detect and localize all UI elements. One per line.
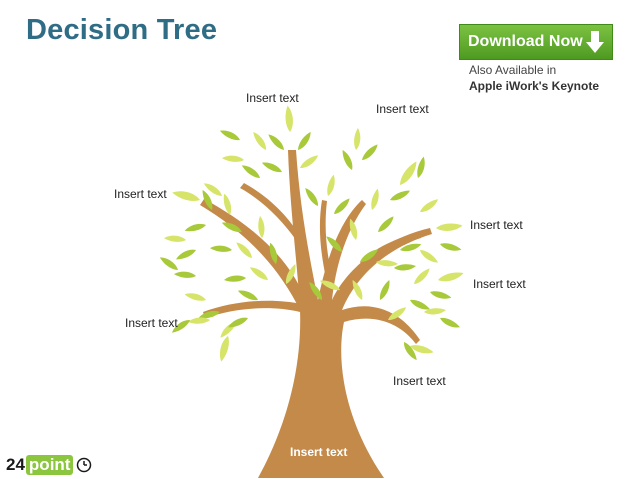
leaf — [418, 247, 440, 267]
leaf — [209, 243, 233, 254]
leaf — [219, 126, 242, 144]
leaf — [171, 187, 202, 205]
leaf — [226, 315, 250, 330]
leaf — [240, 161, 262, 181]
logo-word: point — [25, 455, 74, 475]
leaf — [266, 131, 286, 153]
label-left-lower: Insert text — [125, 316, 178, 330]
label-right-upper: Insert text — [470, 218, 523, 232]
leaf — [163, 233, 187, 244]
tree-trunk — [200, 150, 432, 478]
leaf — [324, 174, 338, 197]
label-top-right: Insert text — [376, 102, 429, 116]
leaf — [248, 263, 270, 283]
leaf — [394, 264, 416, 271]
leaf — [438, 314, 461, 332]
leaf — [396, 159, 421, 188]
leaf — [437, 270, 465, 283]
clock-icon — [77, 457, 92, 473]
leaf — [352, 127, 363, 151]
leaf — [436, 223, 463, 231]
label-right-middle: Insert text — [473, 277, 526, 291]
leaf — [184, 290, 207, 304]
page-title: Decision Tree — [26, 14, 218, 46]
label-left-upper: Insert text — [114, 187, 167, 201]
leaf — [368, 188, 382, 211]
leaf — [375, 214, 397, 234]
leaf — [183, 222, 207, 233]
logo-number: 24 — [6, 455, 25, 474]
leaf — [158, 253, 180, 273]
leaf — [285, 105, 293, 132]
label-trunk: Insert text — [290, 445, 348, 459]
leaf — [376, 279, 394, 302]
leaf — [173, 269, 197, 280]
leaf — [174, 247, 198, 262]
availability-line-1: Also Available in — [469, 63, 557, 77]
leaf — [261, 158, 284, 176]
label-top-center: Insert text — [246, 91, 299, 105]
leaf — [224, 275, 246, 282]
leaf — [221, 153, 245, 164]
availability-note: Also Available in Apple iWork's Keynote — [469, 62, 599, 94]
leaf — [258, 216, 265, 238]
download-now-button[interactable]: Download Now — [459, 24, 613, 60]
leaf — [216, 334, 233, 363]
leaf — [388, 188, 412, 203]
leaf — [237, 286, 260, 304]
leaf — [340, 148, 355, 172]
leaf — [418, 197, 441, 215]
leaf — [429, 288, 452, 302]
leaf — [414, 156, 428, 179]
leaf — [303, 185, 321, 208]
leaf — [298, 153, 321, 171]
brand-logo: 24 point — [6, 454, 92, 476]
leaf — [359, 142, 381, 162]
leaf — [411, 266, 433, 286]
availability-line-2: Apple iWork's Keynote — [469, 79, 599, 93]
leaf — [295, 130, 315, 152]
download-arrow-icon — [586, 31, 604, 53]
leaf — [439, 240, 462, 254]
label-bottom-right: Insert text — [393, 374, 446, 388]
download-button-label: Download Now — [468, 33, 583, 50]
leaf — [188, 317, 210, 324]
leaf — [331, 196, 353, 216]
leaf — [251, 129, 269, 152]
